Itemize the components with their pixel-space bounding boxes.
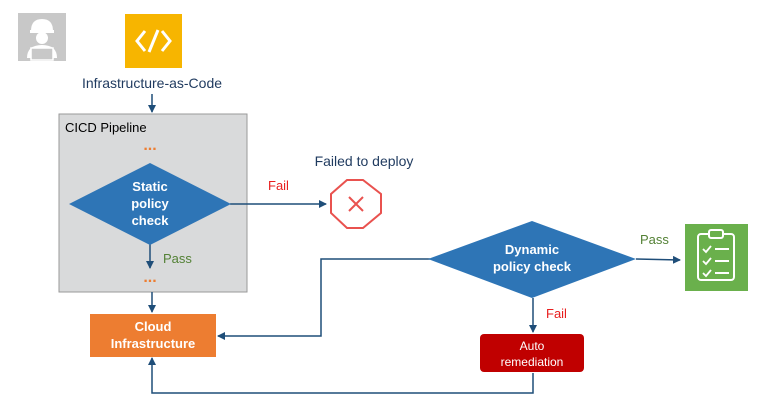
static-fail-label: Fail [268,178,289,193]
iac-label: Infrastructure-as-Code [82,75,222,91]
static-pass-label: Pass [163,251,192,266]
clipboard-checklist-icon [685,224,748,291]
failed-to-deploy-label: Failed to deploy [315,153,414,169]
pipeline-ellipsis-bottom: ... [143,269,156,286]
pipeline-label: CICD Pipeline [65,120,147,135]
auto-remediation-box [480,334,584,372]
dynamic-pass-label: Pass [640,232,669,247]
remediation-line-1: Auto [520,339,545,353]
static-check-line-2: policy [131,196,169,211]
dynamic-check-line-2: policy check [493,259,572,274]
remediation-line-2: remediation [501,355,564,369]
cloud-line-1: Cloud [135,319,172,334]
cloud-line-2: Infrastructure [111,336,196,351]
code-brackets-icon [125,14,182,68]
cloud-infrastructure-box [90,314,216,357]
static-check-line-3: check [132,213,170,228]
dynamic-policy-check-diamond [428,221,636,298]
static-policy-check-diamond [69,163,231,245]
dynamic-fail-label: Fail [546,306,567,321]
static-check-line-1: Static [132,179,167,194]
engineer-with-laptop-icon [18,13,66,61]
dynamic-check-line-1: Dynamic [505,242,559,257]
pipeline-ellipsis-top: ... [143,137,156,154]
stop-x-icon [330,179,382,229]
